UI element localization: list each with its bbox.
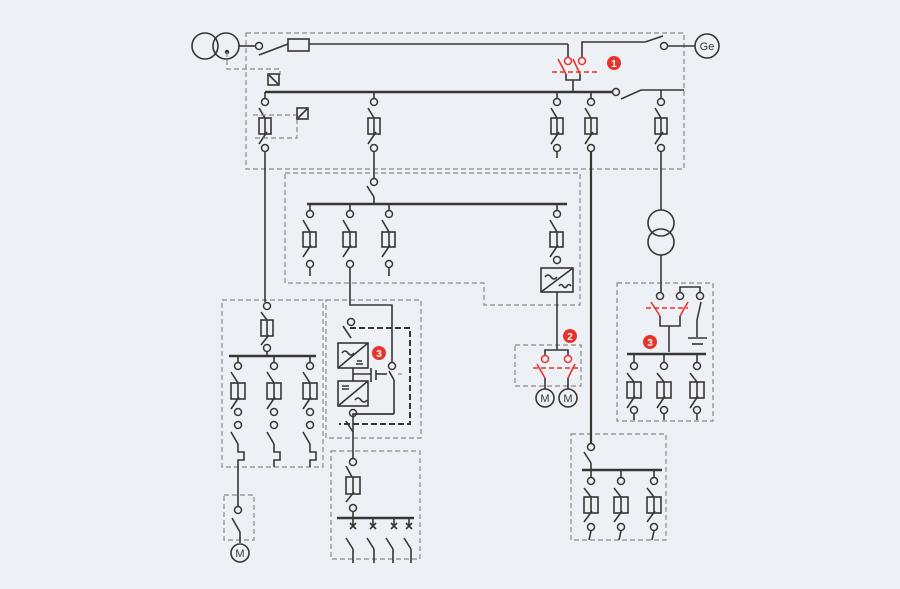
ats-terminal-a [563,56,573,66]
badge-2: 2 [563,329,577,343]
generator-switch [644,35,664,43]
generator: Ge [694,33,720,59]
motor-2: M [558,388,578,408]
secondary-feeders [626,354,705,420]
motor-switch-1 [536,363,546,379]
final-distribution-enclosure [570,433,667,541]
sub-feeder-2 [342,204,357,269]
svg-text:M: M [235,548,244,560]
incomer-fuse [287,38,310,52]
ups-input-switch [342,325,352,339]
motor-switch-2 [567,363,576,379]
step-down-transformer [647,209,675,256]
motor-feeder-2 [266,356,282,467]
incoming-transformer [191,32,240,60]
svg-text:M: M [563,393,572,405]
relay-trip-link [226,52,281,75]
sub-feeder-1 [302,204,317,276]
badge-3b: 3 [643,335,657,349]
feeder-breaker-main-a [258,92,272,153]
ups-enclosure [325,299,422,439]
svg-text:3: 3 [647,338,653,349]
motor-isolator-switch [231,517,241,533]
badge-3a: 3 [372,346,386,360]
svg-text:Ge: Ge [700,41,715,53]
ups-bypass-switch [388,370,395,381]
motor-1: M [535,388,555,408]
motor-feeder-1 [230,356,246,467]
transformer-secondary-enclosure [616,282,714,422]
ups-bypass-link [339,327,411,425]
secondary-ats-contact-b [679,301,689,317]
svg-text:3: 3 [376,349,382,360]
feeder-breaker-main-d [584,92,598,153]
sub-distribution-enclosure [284,172,581,306]
badge-1: 1 [607,56,621,70]
bus-coupler-switch [620,89,642,100]
earth-icon [688,337,707,345]
feeder-breaker-main-b [367,92,381,153]
feeder-breaker-main-c [550,92,564,158]
ups-inverter [337,380,369,407]
final-feeders [583,470,662,541]
earthing-switch [696,301,702,321]
motor-isolator-enclosure [223,494,255,541]
relay-link [253,114,298,139]
sub-feeder-3 [381,204,396,276]
battery-icon [370,368,377,382]
incomer-switch [258,43,289,56]
sub-incomer-switch [366,185,375,198]
motor-changeover-enclosure [514,344,582,387]
feeder-breaker-main-e [654,97,668,153]
secondary-ats-contact-a [650,301,661,317]
main-switchboard-enclosure [245,32,685,170]
motor-distribution-enclosure [221,299,324,468]
ups-output-circuits [345,518,413,563]
terminal-node [254,41,264,51]
ups-output-enclosure [330,450,421,560]
sub-feeder-4 [549,204,564,265]
ups-rectifier [337,342,369,369]
frequency-converter [540,267,574,293]
svg-text:2: 2 [567,332,573,343]
svg-text:M: M [540,393,549,405]
ats-terminal-b [577,56,587,66]
motor-3: M [230,543,250,563]
motor-feeder-3 [302,356,318,467]
svg-text:1: 1 [611,59,617,70]
